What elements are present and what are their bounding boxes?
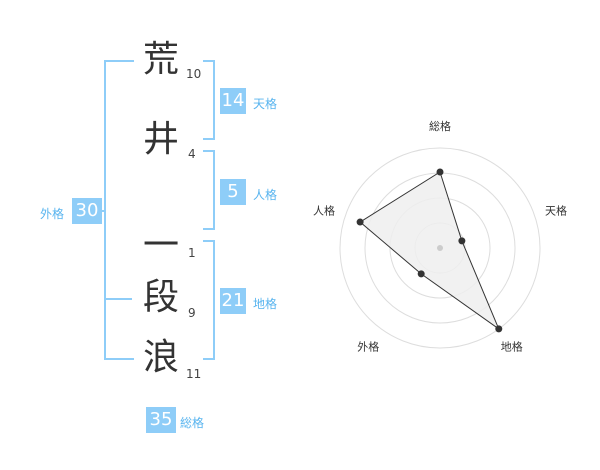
radar-axis-label-4: 人格 [313, 203, 335, 217]
name-char-5: 浪 [143, 337, 180, 378]
name-char-2: 井 [143, 119, 180, 160]
name-char-1: 荒 [143, 39, 180, 80]
jinkaku-bracket [203, 150, 215, 230]
gaikaku-bracket [104, 60, 134, 360]
stroke-count-1: 10 [186, 67, 202, 81]
name-char-3: 一 [143, 225, 180, 266]
radar-ring-4 [339, 147, 541, 349]
radar-data-polygon [359, 171, 500, 331]
radar-axis-label-2: 地格 [501, 340, 523, 354]
gaikaku-label: 外格 [40, 207, 65, 221]
radar-axis-label-0: 総格 [429, 119, 451, 133]
jinkaku-label: 人格 [253, 188, 278, 202]
tenkaku-bracket [203, 60, 215, 140]
jinkaku-value: 5 [220, 179, 246, 205]
radar-point-3 [417, 270, 425, 278]
radar-center-dot [437, 245, 443, 251]
stroke-count-4: 9 [188, 306, 196, 320]
radar-point-2 [495, 325, 503, 333]
tenkaku-label: 天格 [253, 97, 278, 111]
soukaku-value: 35 [146, 407, 176, 433]
chikaku-label: 地格 [253, 297, 278, 311]
stroke-count-5: 11 [186, 367, 202, 381]
gaikaku-connector [106, 298, 132, 300]
radar-point-1 [458, 237, 466, 245]
radar-point-4 [356, 218, 364, 226]
name-char-4: 段 [143, 277, 180, 318]
radar-points [356, 168, 503, 333]
radar-axis-label-3: 外格 [357, 340, 379, 354]
stroke-count-2: 4 [188, 147, 196, 161]
gaikaku-value: 30 [72, 198, 102, 224]
soukaku-label: 総格 [180, 416, 205, 430]
chikaku-value: 21 [220, 288, 246, 314]
radar-point-0 [436, 168, 444, 176]
radar-axis-label-1: 天格 [545, 203, 567, 217]
tenkaku-value: 14 [220, 88, 246, 114]
stroke-count-3: 1 [188, 246, 196, 260]
chikaku-bracket [203, 240, 215, 360]
